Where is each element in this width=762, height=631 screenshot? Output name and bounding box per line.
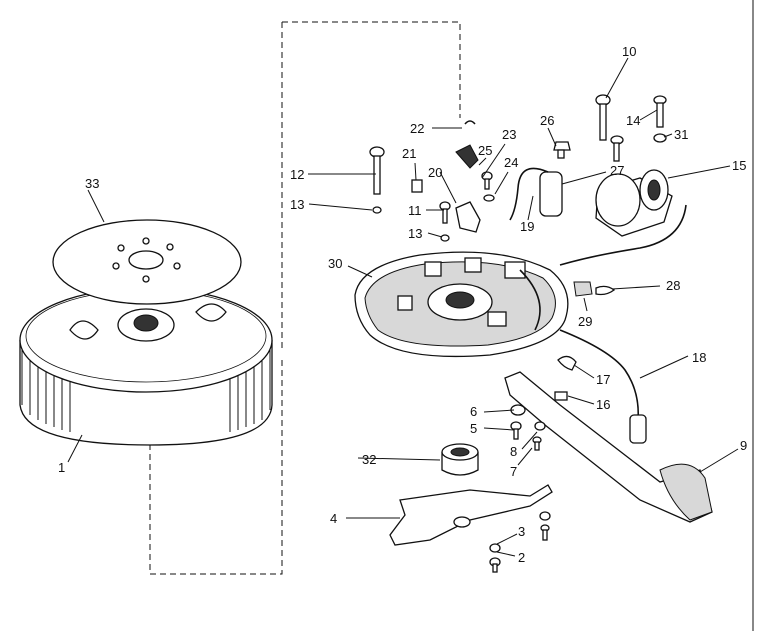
label-14: 14 — [626, 113, 640, 128]
label-21: 21 — [402, 146, 416, 161]
bushing — [441, 443, 479, 476]
washer-13 — [372, 206, 382, 214]
label-10: 10 — [622, 44, 636, 59]
washer-31 — [653, 133, 667, 143]
label-17: 17 — [596, 372, 610, 387]
throttle-arm — [504, 371, 713, 523]
breaker-points-20 — [455, 201, 481, 233]
screw-5 — [510, 421, 522, 440]
screw-12 — [369, 146, 385, 195]
label-9: 9 — [740, 438, 747, 453]
screw-2 — [489, 524, 550, 573]
label-23: 23 — [502, 127, 516, 142]
label-28: 28 — [666, 278, 680, 293]
label-5: 5 — [470, 421, 477, 436]
screw-15a — [610, 135, 624, 162]
mounting-bracket — [389, 484, 553, 546]
label-11: 11 — [408, 203, 422, 218]
condenser — [509, 167, 563, 221]
screw-26 — [553, 141, 571, 159]
label-24: 24 — [504, 155, 518, 170]
label-6: 6 — [470, 404, 477, 419]
label-19: 19 — [520, 219, 534, 234]
label-20: 20 — [428, 165, 442, 180]
label-3: 3 — [518, 524, 525, 539]
nut-16 — [554, 391, 568, 401]
washer-8 — [534, 421, 546, 431]
label-32: 32 — [362, 452, 376, 467]
assembly-dashed-outline — [149, 21, 461, 575]
screw-11 — [439, 201, 451, 224]
screw-24 — [481, 171, 493, 190]
screw-10 — [595, 94, 611, 141]
label-25: 25 — [478, 143, 492, 158]
high-tension-lead — [559, 329, 647, 444]
label-18: 18 — [692, 350, 706, 365]
label-7: 7 — [510, 464, 517, 479]
washer-3 — [489, 511, 551, 553]
clip-22 — [464, 120, 476, 125]
label-33: 33 — [85, 176, 99, 191]
label-26: 26 — [540, 113, 554, 128]
ignition-coil — [559, 169, 687, 266]
label-2: 2 — [518, 550, 525, 565]
label-13b: 13 — [408, 226, 422, 241]
label-8: 8 — [510, 444, 517, 459]
screw-14 — [653, 95, 667, 128]
leader-lines — [67, 57, 739, 557]
label-13a: 13 — [290, 197, 304, 212]
label-1: 1 — [58, 460, 65, 475]
label-29: 29 — [578, 314, 592, 329]
label-31: 31 — [674, 127, 688, 142]
label-30: 30 — [328, 256, 342, 271]
felt-28 — [573, 281, 616, 297]
label-15: 15 — [732, 158, 746, 173]
label-27: 27 — [610, 163, 624, 178]
washer-13b — [440, 234, 450, 242]
label-12: 12 — [290, 167, 304, 182]
label-4: 4 — [330, 511, 337, 526]
rotor-cover-plate — [52, 219, 242, 305]
label-16: 16 — [596, 397, 610, 412]
washer-24b — [483, 194, 495, 202]
clamp-17 — [557, 355, 577, 371]
stator-plate — [354, 251, 569, 358]
flywheel — [19, 287, 273, 446]
clip-21 — [411, 179, 423, 193]
label-22: 22 — [410, 121, 424, 136]
screw-7 — [532, 436, 542, 451]
cam-follower-25 — [455, 144, 479, 169]
